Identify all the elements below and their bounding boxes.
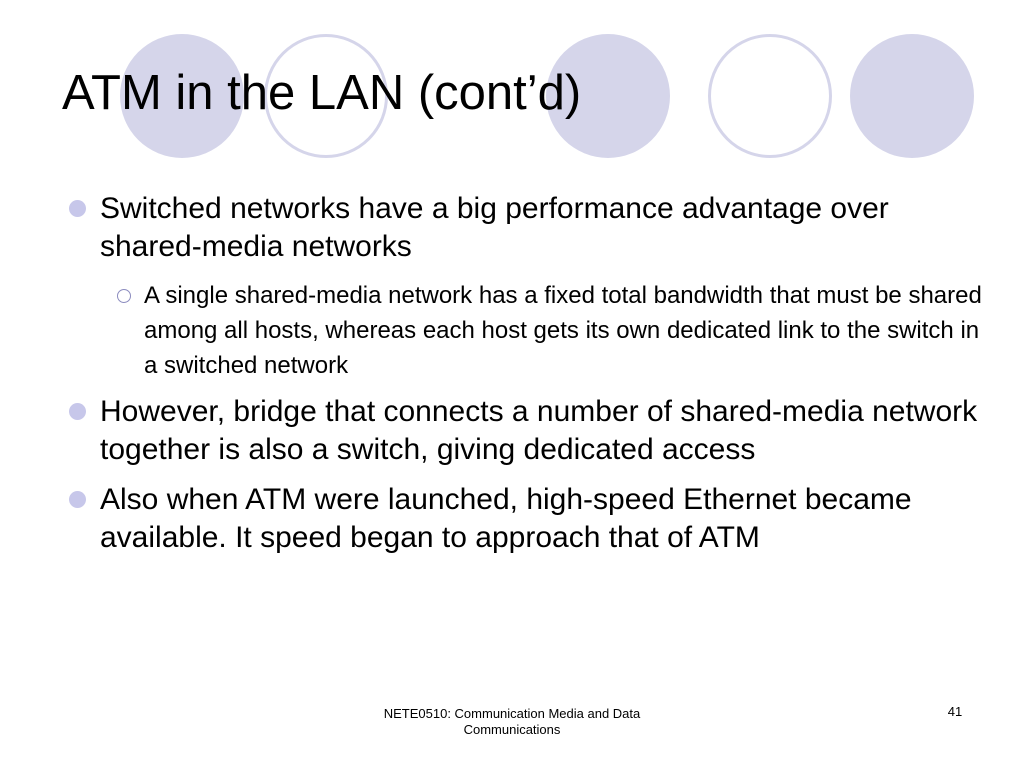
bullet-item: However, bridge that connects a number o… [62,393,982,469]
bullet-text: However, bridge that connects a number o… [100,395,978,466]
sub-bullet-ring-icon [117,289,131,303]
footer-line: Communications [463,722,561,737]
bullet-text: Switched networks have a big performance… [100,192,889,263]
decor-circle-5 [850,34,974,158]
page-number: 41 [947,704,963,719]
decor-circle-4 [708,34,832,158]
bullet-item: Switched networks have a big performance… [62,190,982,266]
slide-footer: NETE0510: Communication Media and Data C… [352,706,672,738]
bullet-item: Also when ATM were launched, high-speed … [62,481,982,557]
bullet-text: Also when ATM were launched, high-speed … [100,483,912,554]
bullet-dot-icon [69,491,86,508]
slide-title: ATM in the LAN (cont’d) [62,66,582,120]
bullet-dot-icon [69,200,86,217]
footer-line: NETE0510: Communication Media and Data [383,706,641,721]
decor-circle-3 [546,34,670,158]
decor-circle-1 [120,34,244,158]
bullet-dot-icon [69,403,86,420]
decor-circle-2 [264,34,388,158]
slide-content: Switched networks have a big performance… [62,190,982,569]
sub-bullet-item: A single shared-media network has a fixe… [62,278,982,383]
sub-bullet-text: A single shared-media network has a fixe… [144,282,982,379]
